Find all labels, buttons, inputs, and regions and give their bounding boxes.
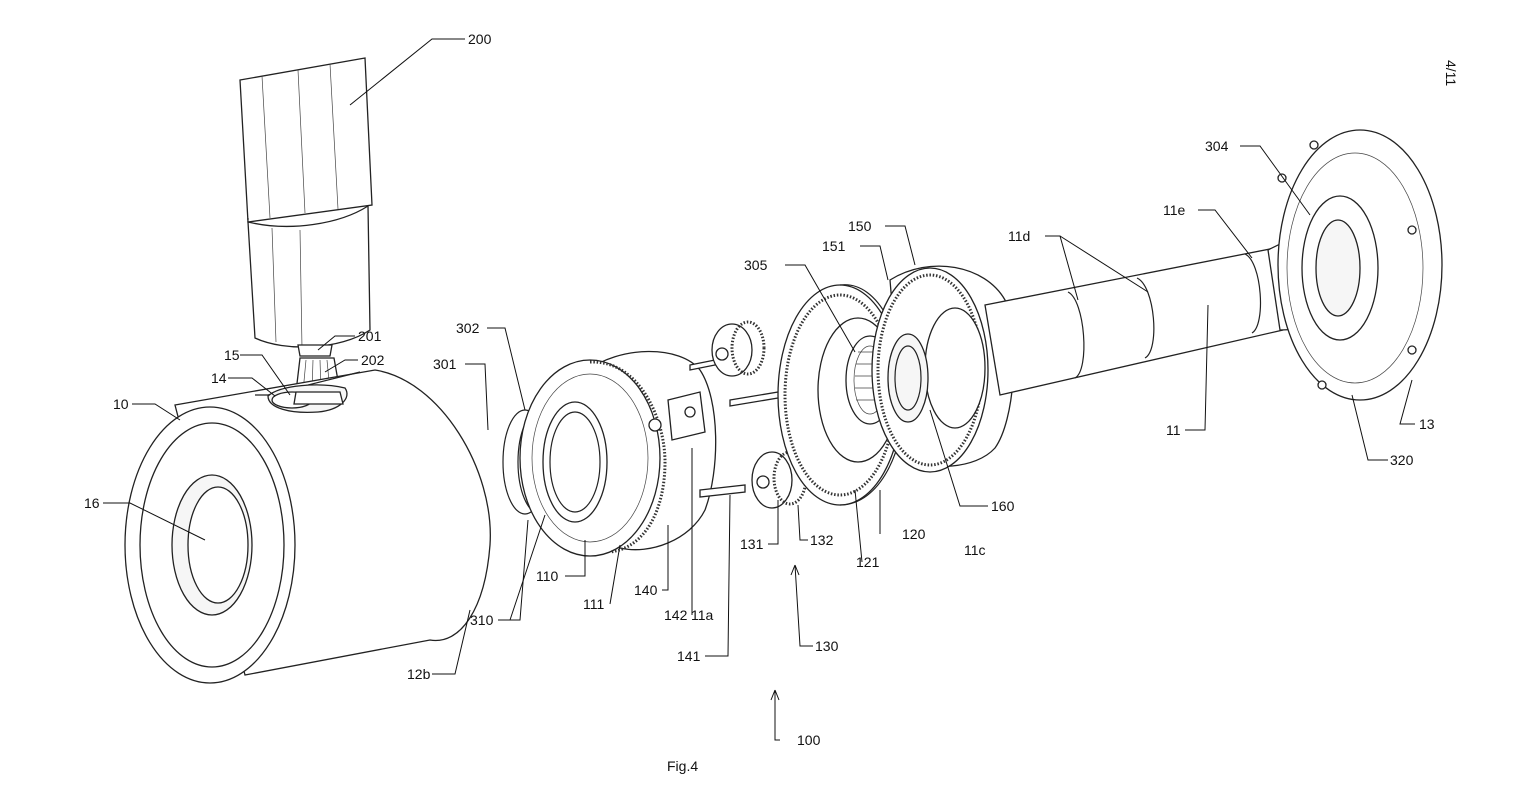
ring-gear-150 bbox=[871, 265, 1015, 473]
label-301: 301 bbox=[433, 356, 457, 372]
label-130: 130 bbox=[815, 638, 839, 654]
label-320: 320 bbox=[1390, 452, 1414, 468]
label-100: 100 bbox=[797, 732, 821, 748]
figure-caption: Fig.4 bbox=[667, 758, 698, 774]
housing-10 bbox=[124, 218, 491, 684]
label-310: 310 bbox=[470, 612, 494, 628]
label-151: 151 bbox=[822, 238, 846, 254]
label-120: 120 bbox=[902, 526, 926, 542]
flange-13 bbox=[1277, 129, 1443, 401]
label-12b: 12b bbox=[407, 666, 431, 682]
label-202: 202 bbox=[361, 352, 385, 368]
label-141: 141 bbox=[677, 648, 701, 664]
label-201: 201 bbox=[358, 328, 382, 344]
label-142: 142 bbox=[664, 607, 688, 623]
label-302: 302 bbox=[456, 320, 480, 336]
label-131: 131 bbox=[740, 536, 764, 552]
leader-lines bbox=[103, 38, 1415, 741]
label-110: 110 bbox=[536, 568, 559, 584]
arrow-100 bbox=[770, 689, 780, 701]
label-15: 15 bbox=[224, 347, 240, 363]
label-305: 305 bbox=[744, 257, 768, 273]
label-111: 111 bbox=[583, 596, 604, 612]
label-121: 121 bbox=[856, 554, 880, 570]
label-11e: 11e bbox=[1163, 202, 1186, 218]
label-11a: 11a bbox=[691, 607, 714, 623]
label-10: 10 bbox=[113, 396, 129, 412]
label-140: 140 bbox=[634, 582, 658, 598]
label-11c: 11c bbox=[964, 542, 986, 558]
label-11: 11 bbox=[1166, 422, 1181, 438]
label-14: 14 bbox=[211, 370, 227, 386]
tool-200 bbox=[239, 57, 373, 357]
label-160: 160 bbox=[991, 498, 1015, 514]
label-13: 13 bbox=[1419, 416, 1435, 432]
label-150: 150 bbox=[848, 218, 872, 234]
label-132: 132 bbox=[810, 532, 834, 548]
label-304: 304 bbox=[1205, 138, 1229, 154]
sheet-number: 4/11 bbox=[1443, 60, 1459, 86]
arrow-130 bbox=[790, 564, 800, 576]
label-200: 200 bbox=[468, 31, 492, 47]
label-11d: 11d bbox=[1008, 228, 1030, 244]
carrier-140 bbox=[519, 350, 717, 557]
label-16: 16 bbox=[84, 495, 100, 511]
